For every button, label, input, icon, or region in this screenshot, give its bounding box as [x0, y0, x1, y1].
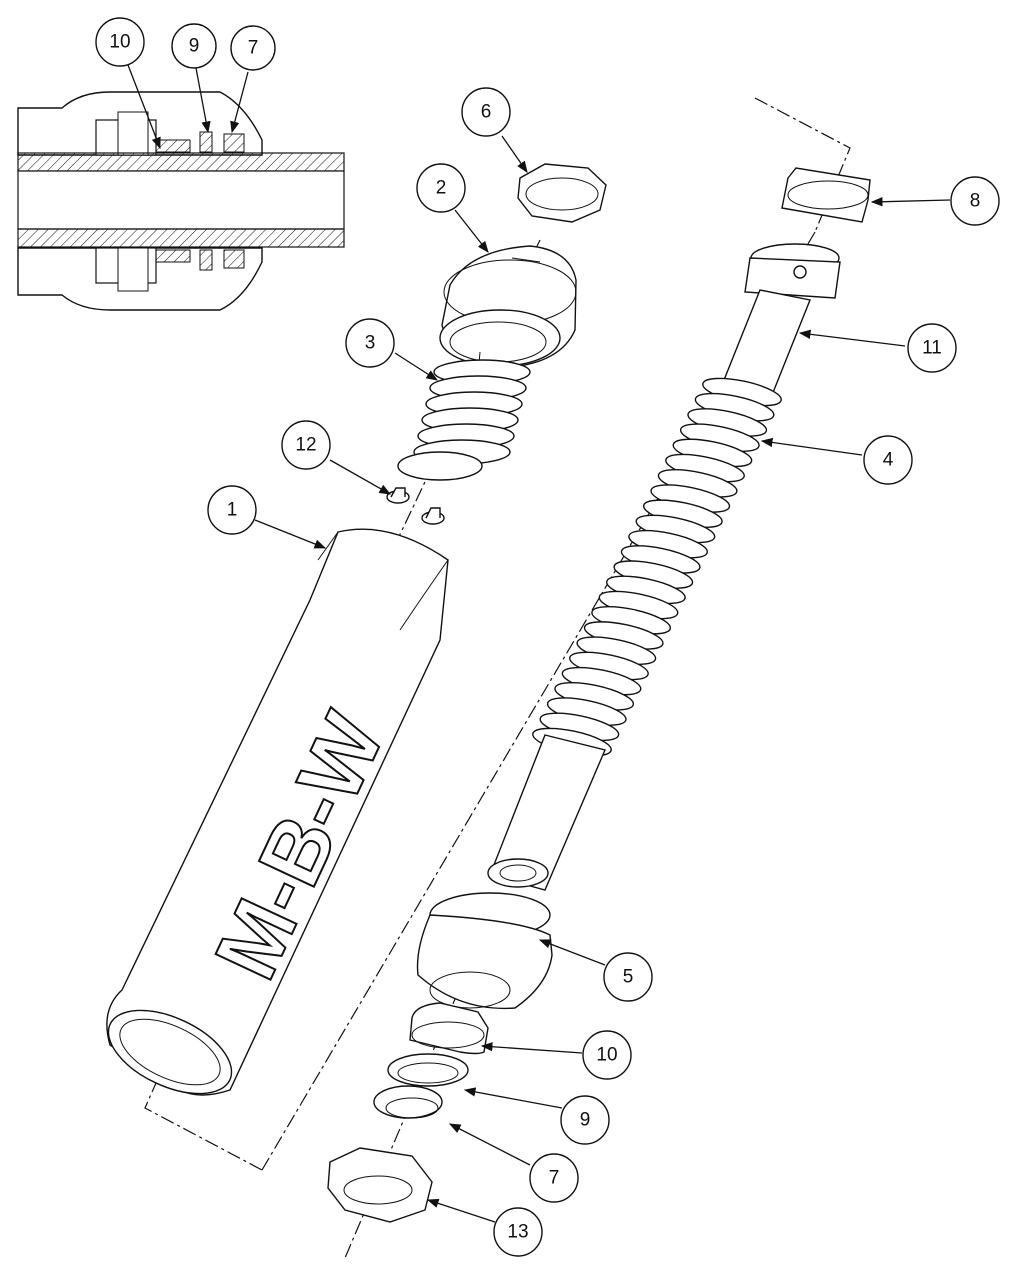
callout-top-10: 10 — [95, 17, 145, 67]
part-7-lower-wiper — [373, 1085, 443, 1119]
svg-text:8: 8 — [970, 191, 981, 212]
svg-text:7: 7 — [248, 38, 259, 59]
callout-12: 12 — [281, 420, 331, 470]
callout-5: 5 — [603, 952, 653, 1002]
svg-text:6: 6 — [481, 102, 492, 123]
svg-text:5: 5 — [623, 967, 634, 988]
callout-6: 6 — [461, 87, 511, 137]
svg-text:10: 10 — [596, 1045, 617, 1066]
svg-text:2: 2 — [436, 178, 447, 199]
svg-text:3: 3 — [365, 333, 376, 354]
callout-4: 4 — [863, 435, 913, 485]
part-9-lower-seal — [387, 1053, 469, 1087]
part-3-spring — [397, 351, 531, 481]
svg-text:9: 9 — [580, 1110, 591, 1131]
leader-lines — [127, 64, 951, 1223]
svg-text:4: 4 — [883, 450, 894, 471]
part-10-lower-ring — [409, 1002, 489, 1055]
callout-top-9: 9 — [171, 23, 217, 69]
part-12-screws — [386, 487, 445, 525]
part-8-collar — [781, 167, 871, 223]
callout-1: 1 — [207, 485, 257, 535]
callout-7: 7 — [529, 1153, 579, 1203]
svg-text:11: 11 — [922, 338, 942, 359]
svg-text:9: 9 — [189, 36, 200, 57]
callout-2: 2 — [416, 163, 466, 213]
part-4-bellows — [487, 377, 782, 891]
svg-text:10: 10 — [109, 32, 130, 53]
callout-13: 13 — [493, 1207, 543, 1257]
svg-text:12: 12 — [295, 435, 316, 456]
part-11-shaft — [719, 243, 841, 401]
part-2-end-cap — [439, 245, 577, 369]
part-5-cup — [416, 892, 553, 1010]
cross-section-detail — [17, 91, 345, 311]
callout-8: 8 — [950, 176, 1000, 226]
svg-text:13: 13 — [507, 1222, 528, 1243]
part-13-hex-nut — [327, 1147, 433, 1223]
callout-11: 11 — [907, 323, 957, 373]
svg-text:7: 7 — [549, 1168, 560, 1189]
callout-top-7: 7 — [230, 25, 276, 71]
callout-10: 10 — [582, 1030, 632, 1080]
svg-text:1: 1 — [227, 500, 238, 521]
part-6-jam-nut — [517, 163, 607, 223]
part-1-handle: M-B-W — [106, 528, 449, 1096]
callout-3: 3 — [345, 318, 395, 368]
callout-9: 9 — [560, 1095, 610, 1145]
